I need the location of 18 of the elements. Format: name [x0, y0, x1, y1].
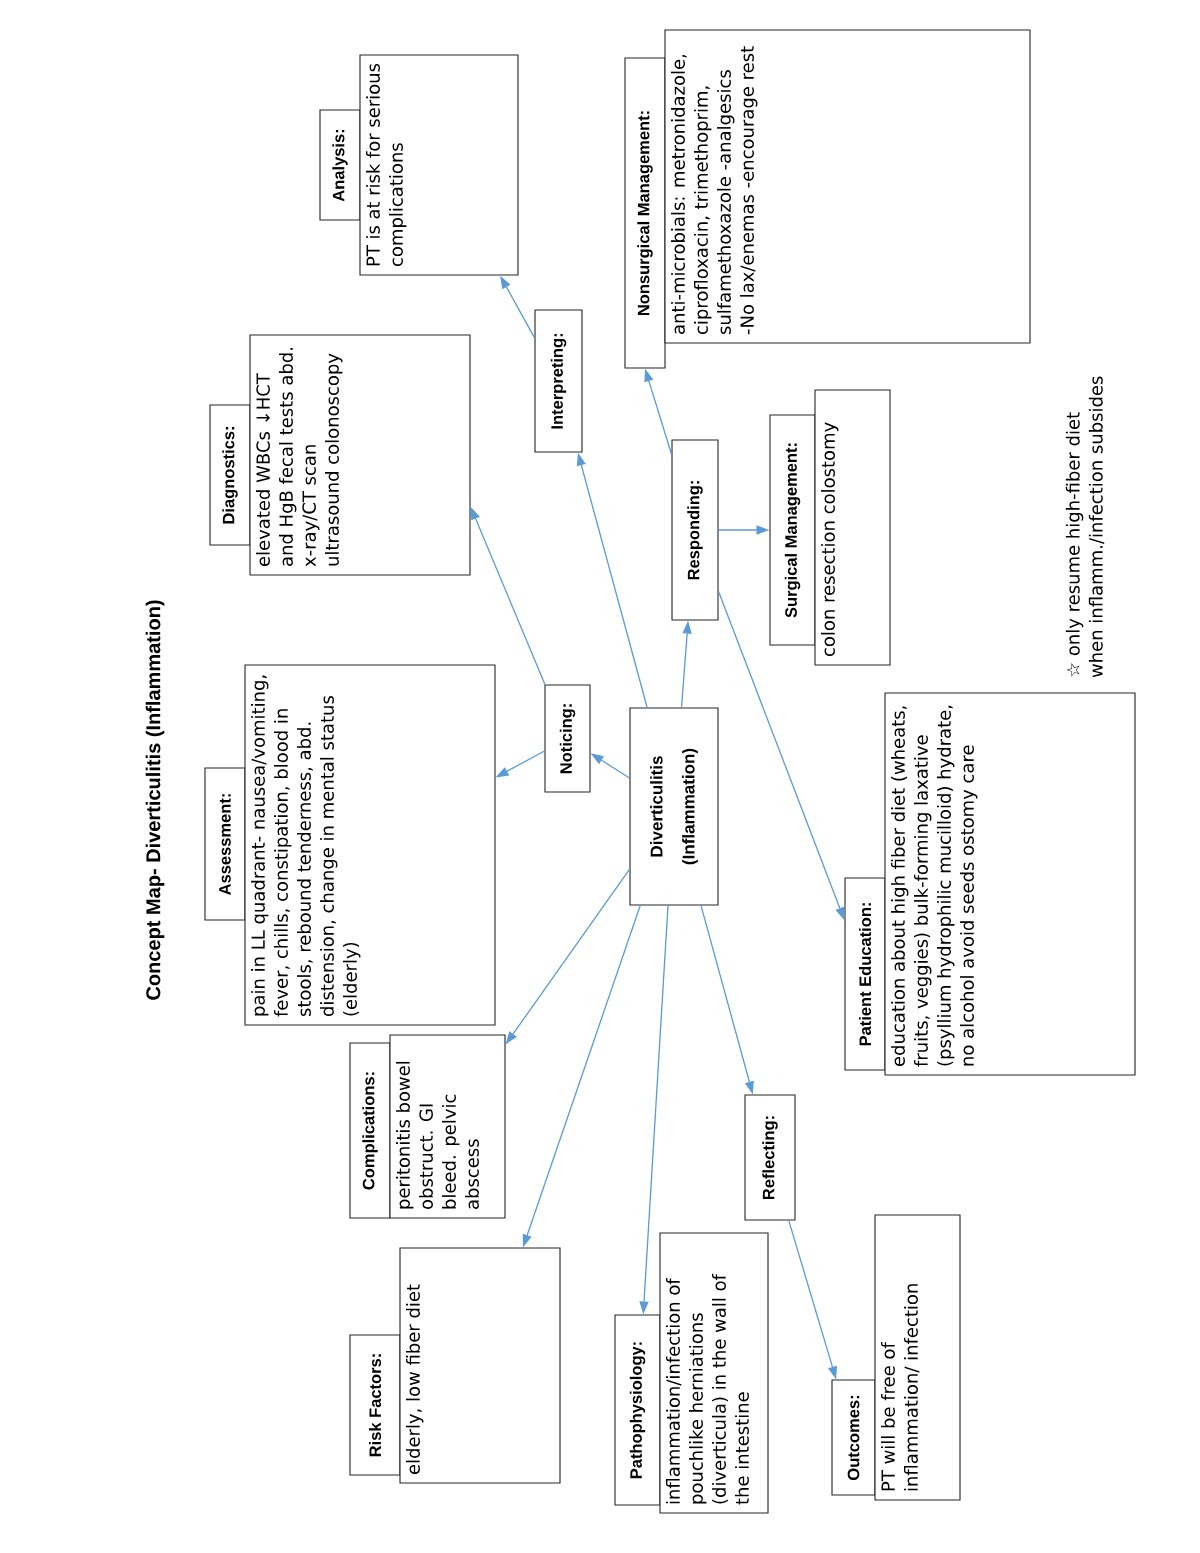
label-box: Risk Factors: [349, 1334, 401, 1476]
label-box: Complications: [349, 1042, 391, 1219]
label-box: Nonsurgical Management: [624, 57, 666, 369]
label-box: Analysis: [319, 109, 361, 221]
step-box: Reflecting: [744, 1094, 796, 1221]
title: Concept Map- Diverticulitis (Inflammation) [145, 600, 165, 1000]
label-box: Patient Education: [844, 877, 886, 1071]
label-box: Outcomes: [831, 1379, 876, 1496]
step-box: Noticing: [544, 684, 591, 793]
topic-box: Diverticulitis (Inflammation) [629, 707, 719, 906]
step-box: Responding: [671, 439, 719, 621]
handwritten-note: ☆ only resume high-fiber diet when inflamm./infection subsides [1065, 376, 1105, 678]
label-box: Assessment: [204, 767, 246, 921]
label-box: Diagnostics: [209, 404, 251, 546]
text-box: colon resection colostomy [814, 389, 891, 666]
label-box: Surgical Management: [769, 414, 816, 646]
label-box: Pathophysiology: [614, 1314, 661, 1506]
step-box: Interpreting: [534, 309, 583, 453]
